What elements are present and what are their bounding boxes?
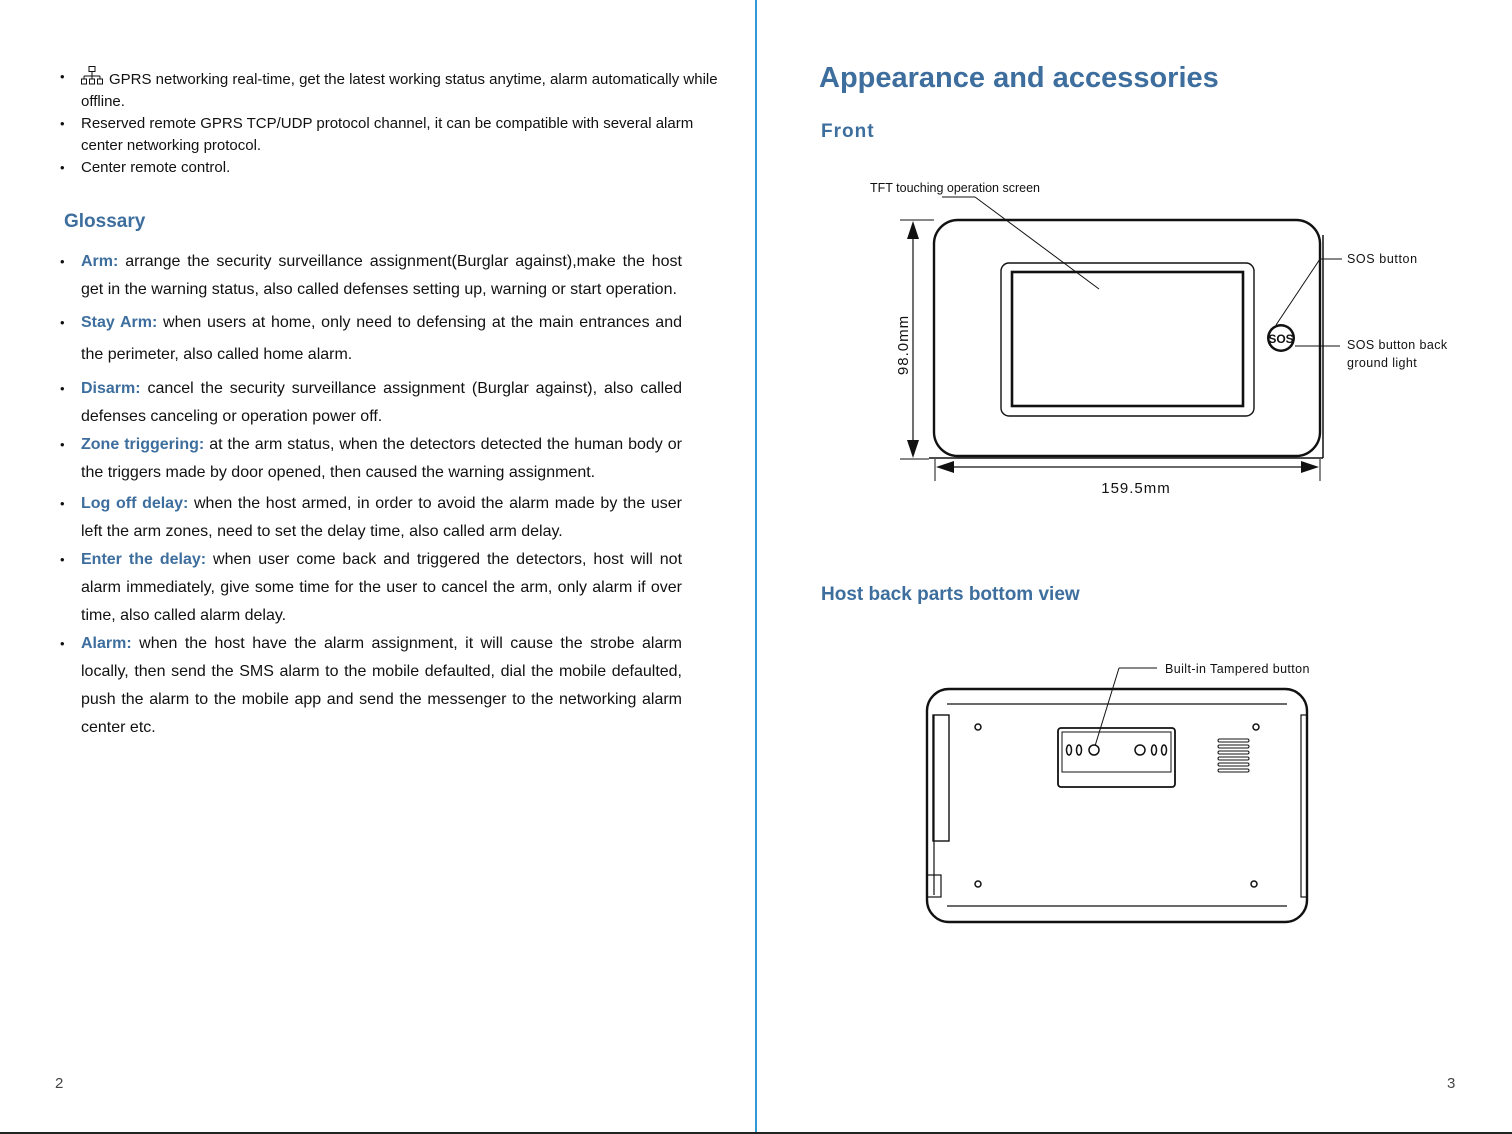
glossary-item-arm: • Arm: arrange the security surveillance…: [60, 253, 682, 298]
back-housing: [925, 687, 1309, 924]
glossary-definition: cancel the security surveillance assignm…: [81, 380, 682, 425]
glossary-term: Zone triggering:: [81, 436, 205, 453]
section-title: Appearance and accessories: [819, 62, 1219, 94]
page-divider: [755, 0, 757, 1134]
feature-text: GPRS networking real-time, get the lates…: [81, 71, 718, 110]
glossary-term: Alarm:: [81, 635, 132, 652]
front-title: Front: [821, 121, 875, 142]
feature-item: • Reserved remote GPRS TCP/UDP protocol …: [60, 115, 694, 154]
glossary-item-enter-delay: • Enter the delay: when user come back a…: [60, 551, 683, 624]
page-number: 3: [1447, 1075, 1456, 1092]
front-diagram: TFT touching operation screen SOS SOS bu…: [870, 181, 1448, 495]
feature-item: • GPRS networking real-time, get the lat…: [60, 66, 720, 113]
glossary-term: Disarm:: [81, 380, 141, 397]
glossary-definition: when users at home, only need to defensi…: [81, 314, 683, 363]
sos-light-label-1: SOS button back: [1347, 338, 1448, 352]
glossary-item-log-off-delay: • Log off delay: when the host armed, in…: [60, 495, 682, 540]
glossary-item-stay-arm: • Stay Arm: when users at home, only nee…: [60, 314, 683, 363]
screen-label: TFT touching operation screen: [870, 181, 1040, 195]
glossary-term: Enter the delay:: [81, 551, 207, 568]
glossary-definition: arrange the security surveillance assign…: [81, 253, 682, 298]
glossary-definition: when user come back and triggered the de…: [81, 551, 683, 624]
tamper-label: Built-in Tampered button: [1165, 662, 1310, 676]
device-body: [932, 218, 1322, 458]
glossary-definition: when the host have the alarm assignment,…: [81, 635, 683, 736]
speaker-grille: [1217, 738, 1250, 773]
sos-light-label-2: ground light: [1347, 356, 1417, 370]
glossary-item-alarm: • Alarm: when the host have the alarm as…: [60, 635, 683, 736]
feature-item: • Center remote control.: [60, 159, 231, 176]
glossary-term: Arm:: [81, 253, 119, 270]
sos-button: SOS: [1267, 324, 1295, 352]
right-page: Appearance and accessories Front TFT tou…: [757, 0, 1512, 1134]
glossary-title: Glossary: [64, 211, 146, 232]
bottom-diagram: Built-in Tampered button: [925, 662, 1310, 924]
glossary-definition: at the arm status, when the detectors de…: [81, 436, 683, 481]
glossary-term: Stay Arm:: [81, 314, 158, 331]
width-dimension: 159.5mm: [1101, 480, 1171, 495]
glossary-list: • Arm: arrange the security surveillance…: [60, 248, 682, 742]
bottom-view-title: Host back parts bottom view: [821, 584, 1080, 605]
feature-list: • GPRS networking real-time, get the lat…: [60, 66, 720, 179]
page-number: 2: [55, 1075, 64, 1092]
network-icon: [81, 66, 103, 85]
height-dimension: 98.0mm: [895, 315, 912, 375]
sos-button-label: SOS button: [1347, 252, 1418, 266]
feature-text: Reserved remote GPRS TCP/UDP protocol ch…: [81, 115, 694, 154]
tft-screen: [1000, 262, 1255, 417]
bottom-rule: [0, 1132, 1512, 1134]
tamper-panel: [1057, 727, 1176, 788]
glossary-term: Log off delay:: [81, 495, 189, 512]
sos-glyph: SOS: [1268, 332, 1293, 346]
left-page: • GPRS networking real-time, get the lat…: [55, 66, 720, 1092]
glossary-item-zone-triggering: • Zone triggering: at the arm status, wh…: [60, 436, 683, 481]
feature-text: Center remote control.: [81, 159, 231, 176]
glossary-item-disarm: • Disarm: cancel the security surveillan…: [60, 380, 682, 425]
glossary-definition: when the host armed, in order to avoid t…: [81, 495, 682, 540]
